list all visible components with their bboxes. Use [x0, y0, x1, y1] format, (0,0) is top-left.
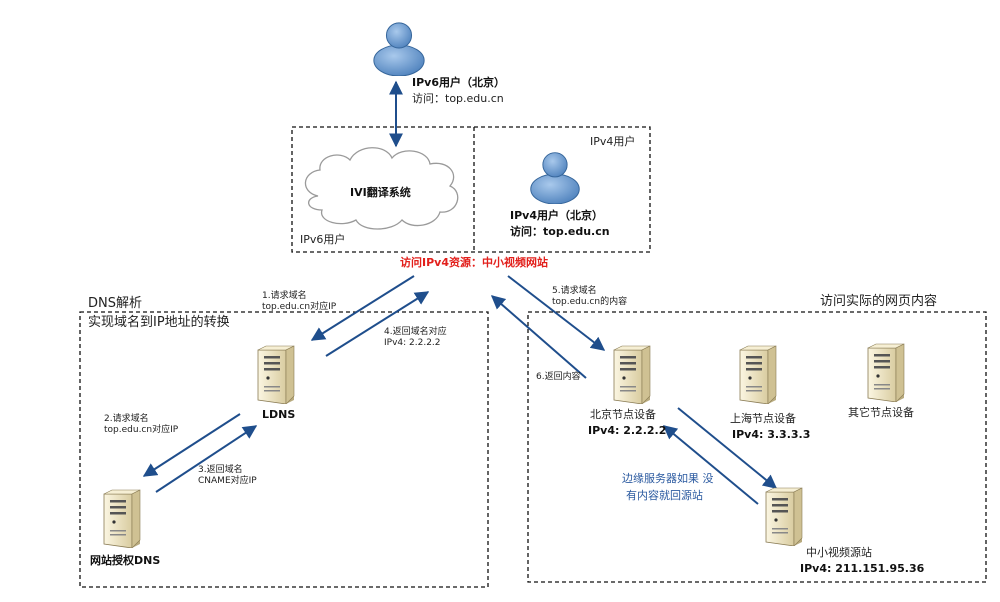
beijing-node-line1: 北京节点设备 [590, 407, 656, 421]
ipv4-user-icon [530, 152, 580, 204]
step4-line2: IPv4: 2.2.2.2 [384, 338, 441, 348]
origin-line2: IPv4: 211.151.95.36 [800, 562, 925, 575]
ipv4-user-label: IPv4用户 [590, 134, 635, 148]
step2-line2: top.edu.cn对应IP [104, 423, 179, 435]
dns-section-title2: 实现域名到IP地址的转换 [88, 314, 230, 330]
ipv4-user-line2: 访问：top.edu.cn [510, 224, 610, 238]
ivi-cloud-shape [304, 147, 459, 230]
ldns-server-icon [257, 345, 295, 404]
step6-label: 6.返回内容 [536, 370, 581, 382]
beijing-node-server-icon [613, 345, 651, 404]
arrow-step6 [490, 295, 587, 379]
step3-line2: CNAME对应IP [198, 474, 257, 486]
shanghai-node-line2: IPv4: 3.3.3.3 [732, 428, 810, 441]
ldns-label: LDNS [262, 408, 295, 421]
auth-dns-label: 网站授权DNS [90, 553, 160, 567]
dns-section-title1: DNS解析 [88, 296, 142, 311]
dns-section-box [79, 311, 489, 588]
arrow-step2 [142, 413, 241, 477]
arrow-edge-to-origin [677, 407, 778, 489]
edge-note-line1: 边缘服务器如果 没 [622, 471, 714, 485]
step2-line1: 2.请求域名 [104, 412, 149, 424]
step3-line1: 3.返回域名 [198, 463, 243, 475]
beijing-node-line2: IPv4: 2.2.2.2 [588, 424, 666, 437]
step1-line1: 1.请求域名 [262, 289, 307, 301]
arrow-step1 [310, 275, 415, 341]
step5-line1: 5.请求域名 [552, 284, 597, 296]
origin-line1: 中小视频源站 [806, 545, 872, 559]
step1-line2: top.edu.cn对应IP [262, 300, 337, 312]
arrow-step4 [325, 291, 430, 357]
step4-line1: 4.返回域名对应 [384, 325, 447, 337]
content-section-title: 访问实际的网页内容 [820, 293, 937, 309]
origin-server-icon [765, 487, 803, 546]
arrow-origin-to-edge [662, 425, 759, 505]
other-node-server-icon [867, 343, 905, 402]
ipv4-user-line1: IPv4用户（北京） [510, 208, 603, 222]
auth-dns-server-icon [103, 489, 141, 548]
shanghai-node-server-icon [739, 345, 777, 404]
ipv6-user-line2: 访问：top.edu.cn [412, 92, 504, 105]
other-node-line1: 其它节点设备 [848, 405, 914, 419]
ipv6-user-line1: IPv6用户（北京） [412, 75, 505, 89]
ipv6-user-icon [373, 22, 425, 76]
cloud-label: IVI翻译系统 [350, 185, 411, 199]
edge-note-line2: 有内容就回源站 [626, 488, 703, 502]
arrow-step5 [507, 275, 606, 351]
ipv6-box-label: IPv6用户 [300, 232, 345, 246]
step5-line2: top.edu.cn的内容 [552, 295, 627, 307]
access-title: 访问IPv4资源：中小视频网站 [400, 255, 548, 269]
shanghai-node-line1: 上海节点设备 [730, 411, 796, 425]
arrow-step3 [155, 425, 258, 493]
top-user-box [291, 126, 651, 253]
